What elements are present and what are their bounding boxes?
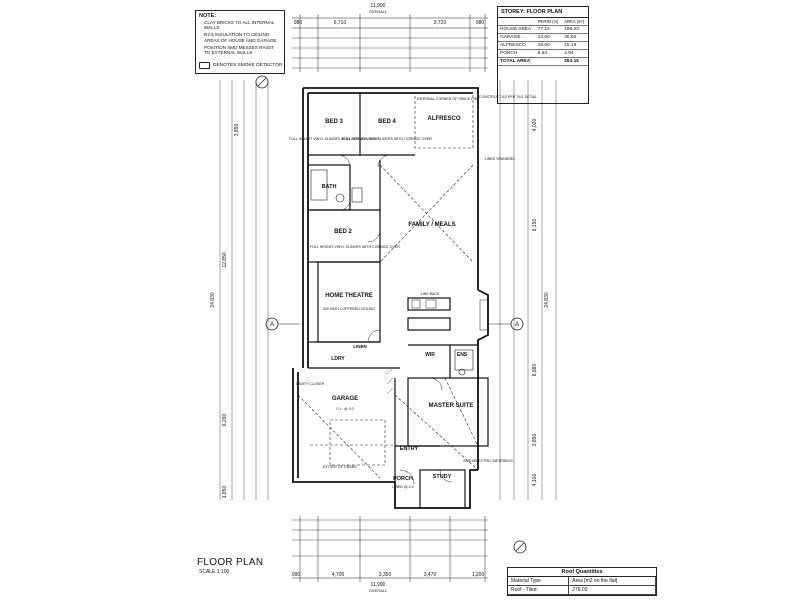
dim-bottom-part: 1,200 bbox=[472, 572, 485, 578]
north-point-top bbox=[255, 75, 269, 89]
roof-table-title: Roof Quantities bbox=[508, 568, 656, 577]
dim-bottom-part: 3,470 bbox=[424, 572, 437, 578]
north-point-bottom bbox=[513, 540, 527, 554]
dim-left-overall: 24,830 bbox=[210, 292, 216, 308]
area-header: AREA (m²) bbox=[562, 18, 588, 26]
construct-note: CONSTRUCT AS PER TILE DETAIL bbox=[479, 95, 537, 99]
bed2-note: FULL HEIGHT VINYL SLIDERS WITH CORNICE O… bbox=[310, 245, 400, 249]
area-cell: 36.00 bbox=[562, 33, 588, 42]
dim-bottom-part: 4,700 bbox=[332, 572, 345, 578]
room-entry: ENTRY bbox=[400, 446, 419, 452]
dim-overall-top-label: OVERALL bbox=[369, 9, 388, 14]
note-item: POSITION SMD MESSES RAISIT TO EXTERNAL W… bbox=[204, 45, 281, 56]
area-cell: 4.94 bbox=[562, 49, 588, 58]
dim-right-part: 6,150 bbox=[532, 219, 538, 232]
theatre-note: 300 HIGH COFFERED CEILING bbox=[323, 307, 375, 311]
dim-bottom-part: 3,350 bbox=[379, 572, 392, 578]
plan-scale: SCALE 1:100 bbox=[199, 569, 230, 575]
bed4-note: FULL HEIGHT VINYL SLIDERS WITH CORNICE O… bbox=[342, 137, 432, 141]
line-back-note: LINE BACK bbox=[421, 292, 440, 296]
area-cell: 8.64 bbox=[535, 49, 563, 58]
legend-text: DENOTES SMOKE DETECTOR bbox=[213, 63, 283, 68]
porch-note: LINED @ 2.4 bbox=[392, 485, 413, 489]
room-bed3: BED 3 bbox=[325, 119, 343, 125]
room-family: FAMILY / MEALS bbox=[408, 222, 455, 228]
dim-top-part: 980 bbox=[294, 20, 303, 26]
smoke-detector-icon bbox=[199, 62, 210, 69]
area-cell: 24.60 bbox=[535, 33, 563, 42]
dim-right-part: 4,020 bbox=[532, 119, 538, 132]
note-item: R2.5 INSULATION TO CEILING AREAS OF HOUS… bbox=[204, 32, 281, 43]
dim-right-overall: 24,830 bbox=[544, 292, 550, 308]
room-alfresco: ALFRESCO bbox=[428, 116, 461, 122]
room-linen: LINEN bbox=[353, 344, 367, 349]
dim-left-part: 3,850 bbox=[234, 124, 240, 137]
area-cell: 185.23 bbox=[562, 25, 588, 34]
internal-corner-note: INTERNAL CORNER OF SPACE FOR bbox=[417, 97, 479, 101]
dim-overall-top: 11,990 bbox=[371, 3, 386, 9]
lined-spandrel-note: LINED SPANDREL bbox=[485, 157, 516, 161]
area-cell: PORCH bbox=[498, 49, 536, 58]
area-header: PERIM (m) bbox=[535, 18, 563, 26]
cavity-closer-note: CAVITY CLOSER bbox=[296, 382, 325, 386]
area-cell: HOUSE AREA bbox=[498, 25, 536, 34]
section-label: A bbox=[515, 322, 519, 328]
extent-grano-note: EXTENT OF GRANO bbox=[323, 465, 357, 469]
section-label: A bbox=[270, 322, 274, 328]
notes-box: NOTE: CLAY BRICKS TO ALL INTERNAL WALLS … bbox=[195, 10, 285, 74]
area-header bbox=[498, 18, 536, 26]
room-theatre: HOME THEATRE bbox=[325, 293, 373, 299]
room-master: MASTER SUITE bbox=[429, 403, 474, 409]
dim-right-part: 8,880 bbox=[532, 364, 538, 377]
notes-title: NOTE: bbox=[199, 13, 217, 19]
area-table: STOREY: FLOOR PLAN PERIM (m) AREA (m²) H… bbox=[497, 6, 589, 104]
area-cell: 15.16 bbox=[562, 41, 588, 50]
room-bath: BATH bbox=[322, 184, 337, 190]
dim-left-part: 6,260 bbox=[222, 414, 228, 427]
roof-cell: Area [m2 on the flat] bbox=[568, 577, 656, 586]
sash-note: SASH/ELECTRIC METERBOX bbox=[463, 459, 513, 463]
dim-top-part: 980 bbox=[476, 20, 485, 26]
roof-cell: 276.03 bbox=[568, 585, 656, 595]
smoke-detector-legend: DENOTES SMOKE DETECTOR bbox=[199, 62, 282, 69]
roof-cell: Roof - Tiled bbox=[508, 585, 570, 595]
roof-quantities-table: Roof Quantities Material Type Area [m2 o… bbox=[507, 567, 657, 596]
room-ens: ENS bbox=[457, 352, 468, 358]
roof-cell: Material Type bbox=[508, 577, 570, 586]
room-ldry: LDRY bbox=[331, 356, 345, 362]
dim-overall-bottom: 11,990 bbox=[371, 582, 386, 588]
area-cell: 19.60 bbox=[535, 41, 563, 50]
dim-left-part: 1,850 bbox=[222, 486, 228, 499]
area-total-value: 263.15 bbox=[562, 57, 588, 66]
area-cell: 77.15 bbox=[535, 25, 563, 34]
dim-right-part: 4,100 bbox=[532, 474, 538, 487]
room-study: STUDY bbox=[433, 474, 452, 480]
plan-title: FLOOR PLAN bbox=[197, 557, 264, 568]
bed3-note: FULL HEIGHT VINYL SLIDERS WITH CORNICE O… bbox=[289, 137, 379, 141]
area-cell: ALFRESCO bbox=[498, 41, 536, 50]
dim-top-part: 3,720 bbox=[434, 20, 447, 26]
dim-bottom-part: 990 bbox=[292, 572, 301, 578]
note-item: CLAY BRICKS TO ALL INTERNAL WALLS bbox=[204, 20, 281, 31]
dim-right-part: 3,850 bbox=[532, 434, 538, 447]
area-table-title: STOREY: FLOOR PLAN bbox=[498, 7, 588, 18]
room-porch: PORCH bbox=[393, 476, 413, 482]
room-bed2: BED 2 bbox=[334, 229, 352, 235]
room-garage: GARAGE bbox=[332, 396, 358, 402]
area-total-label: TOTAL AREA bbox=[498, 57, 536, 66]
dim-left-part: 12,850 bbox=[222, 252, 228, 268]
dim-overall-bottom-label: OVERALL bbox=[369, 588, 388, 593]
dim-top-part: 6,710 bbox=[334, 20, 347, 26]
garage-note: C.L. @ 3.0 bbox=[336, 407, 353, 411]
room-wir: WIR bbox=[425, 352, 435, 358]
room-bed4: BED 4 bbox=[378, 119, 396, 125]
area-cell: GARAGE bbox=[498, 33, 536, 42]
